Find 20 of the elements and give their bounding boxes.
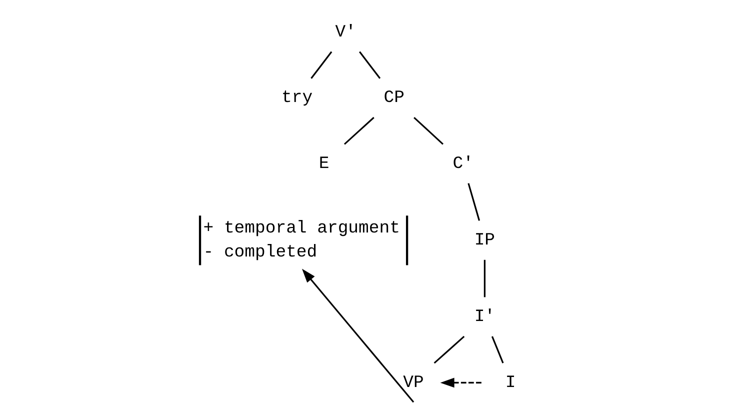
node-text: I' (474, 308, 495, 328)
connector (467, 183, 480, 221)
node-text: E (318, 154, 329, 174)
node-text: try (281, 89, 312, 108)
connector (310, 51, 332, 79)
connector (413, 116, 444, 145)
arrow (440, 378, 481, 388)
node-text: + temporal argument - completed (202, 220, 400, 262)
arrow (301, 268, 414, 403)
connector (343, 116, 374, 145)
node-text: VP (402, 374, 424, 393)
connector (358, 51, 380, 79)
connector (490, 336, 504, 364)
node-text: IP (474, 231, 495, 250)
node-text: C' (452, 154, 473, 174)
node-text: CP (383, 89, 404, 108)
node-text: V' (334, 23, 356, 42)
connector (483, 260, 485, 298)
connector (433, 336, 464, 364)
node-text: I (504, 374, 516, 393)
